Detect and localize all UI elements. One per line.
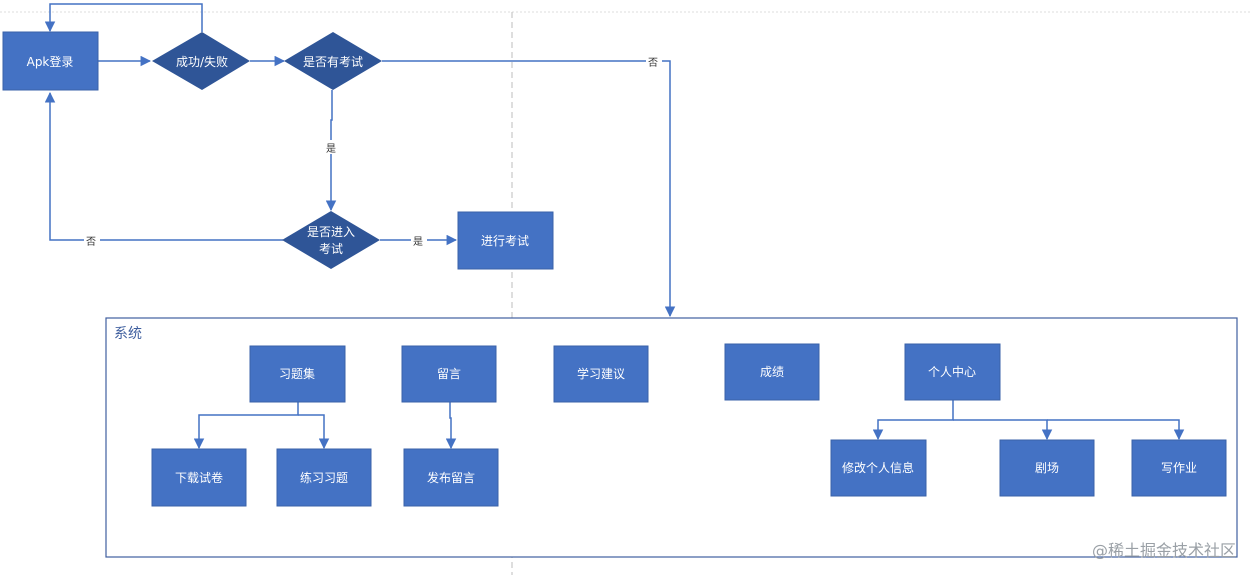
node-homework: 写作业 — [1131, 439, 1227, 497]
edge-label-no-left: 否 — [86, 236, 96, 248]
node-enter-exam: 是否进入 考试 — [282, 211, 380, 269]
svg-text:是否进入: 是否进入 — [307, 225, 355, 239]
node-take-exam: 进行考试 — [457, 211, 554, 270]
svg-text:写作业: 写作业 — [1161, 461, 1197, 475]
node-has-exam: 是否有考试 — [284, 32, 382, 90]
node-theater: 剧场 — [999, 439, 1095, 497]
svg-text:修改个人信息: 修改个人信息 — [842, 460, 914, 475]
node-personal-center: 个人中心 — [904, 343, 1001, 401]
svg-text:成绩: 成绩 — [760, 365, 784, 379]
svg-text:进行考试: 进行考试 — [481, 233, 529, 248]
svg-text:是否有考试: 是否有考试 — [303, 54, 363, 69]
edge-exercise-to-practice — [298, 414, 330, 450]
watermark: @稀土掘金技术社区 — [1091, 541, 1236, 560]
svg-text:考试: 考试 — [319, 241, 343, 256]
node-apk-login: Apk登录 — [2, 31, 99, 91]
system-group-label: 系统 — [114, 326, 142, 342]
node-grades: 成绩 — [724, 343, 820, 401]
svg-text:练习习题: 练习习题 — [300, 470, 348, 485]
svg-text:发布留言: 发布留言 — [427, 470, 475, 485]
node-study-advice: 学习建议 — [553, 345, 649, 403]
edge-exercise-split — [193, 402, 299, 450]
edge-center-split — [872, 400, 954, 441]
svg-text:学习建议: 学习建议 — [577, 366, 625, 381]
svg-text:个人中心: 个人中心 — [928, 364, 976, 379]
node-edit-info: 修改个人信息 — [830, 439, 927, 497]
node-download-paper: 下载试卷 — [151, 448, 247, 507]
svg-text:Apk登录: Apk登录 — [27, 54, 74, 69]
node-success-fail: 成功/失败 — [152, 32, 250, 90]
svg-text:下载试卷: 下载试卷 — [175, 470, 223, 485]
edge-result-loop-back — [44, 3, 203, 33]
edge-label-yes-down: 是 — [326, 143, 336, 155]
edge-has-exam-yes — [325, 90, 337, 212]
svg-text:剧场: 剧场 — [1035, 461, 1059, 475]
node-practice: 练习习题 — [276, 448, 372, 507]
svg-text:习题集: 习题集 — [279, 366, 315, 381]
svg-text:留言: 留言 — [437, 367, 461, 381]
node-post-message: 发布留言 — [403, 448, 499, 507]
node-message: 留言 — [401, 345, 497, 403]
edge-has-exam-no — [382, 60, 676, 318]
edge-message-to-post — [445, 402, 457, 450]
edge-center-to-homework — [1047, 419, 1185, 441]
edge-label-yes-right: 是 — [413, 236, 423, 248]
edge-label-no-right: 否 — [648, 57, 658, 69]
svg-text:成功/失败: 成功/失败 — [176, 54, 228, 69]
node-exercise-set: 习题集 — [249, 345, 346, 403]
edge-enter-no — [44, 91, 283, 241]
